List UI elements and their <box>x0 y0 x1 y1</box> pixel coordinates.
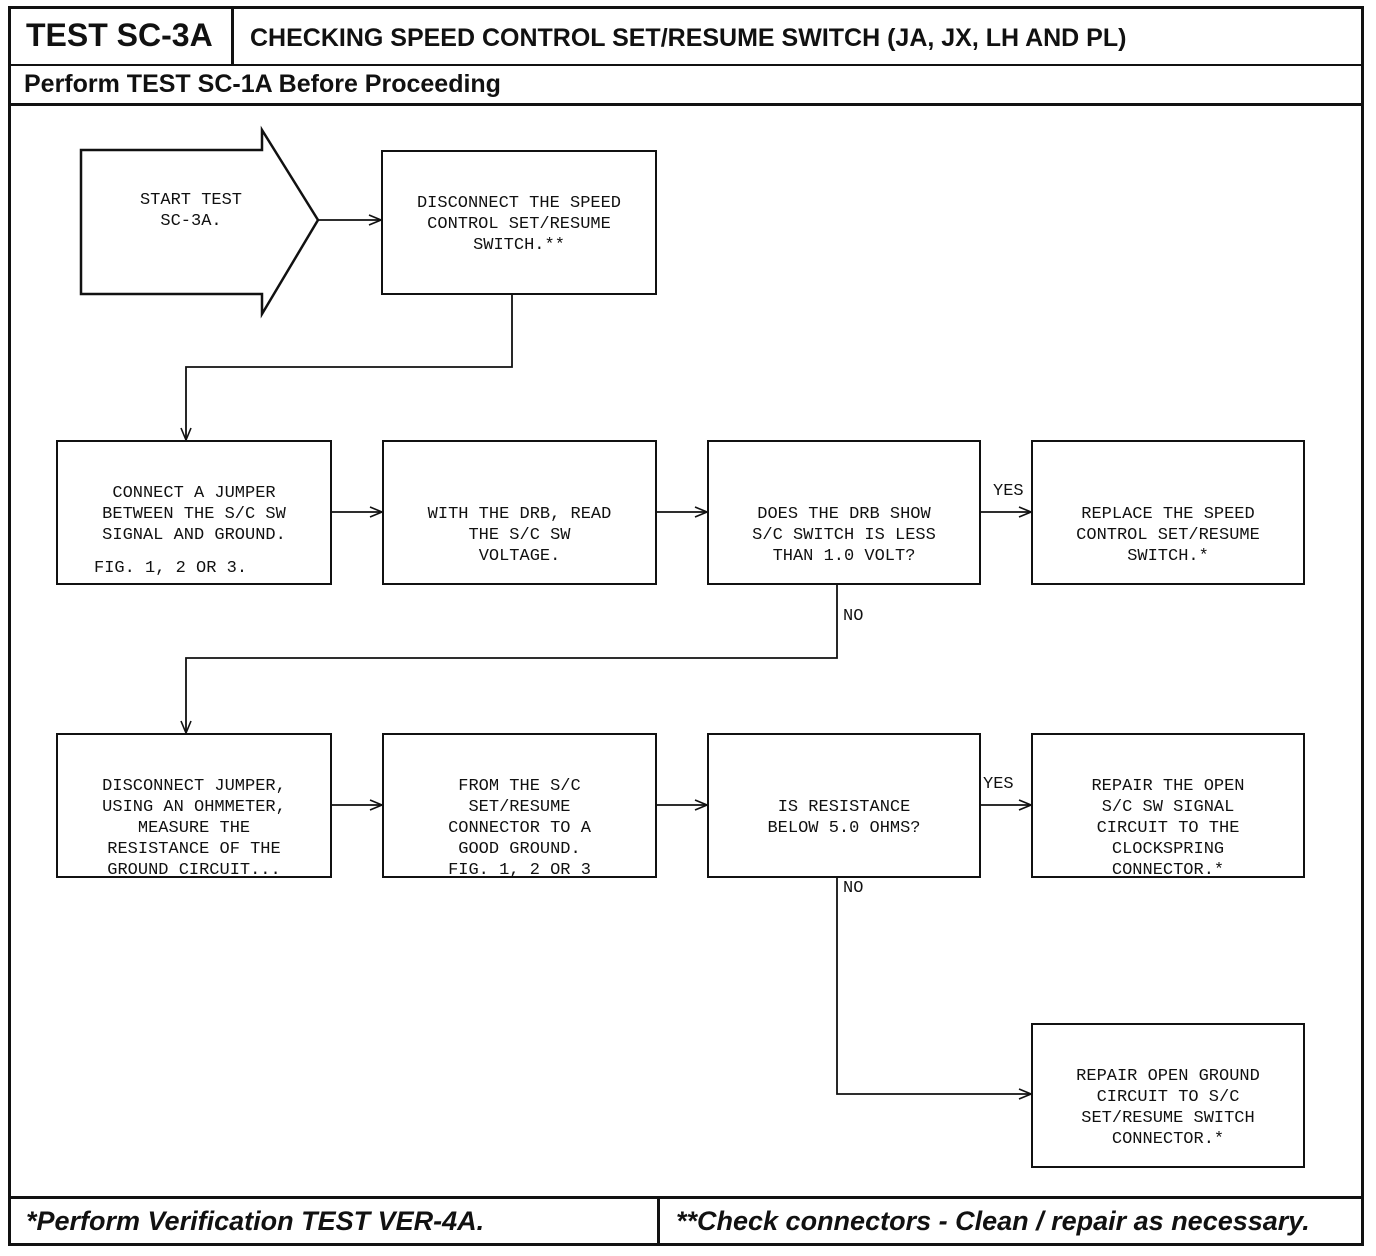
no-label-resistance: NO <box>843 879 864 898</box>
measure-resistance-text: DISCONNECT JUMPER, USING AN OHMMETER, ME… <box>102 777 286 880</box>
disconnect-switch-text: DISCONNECT THE SPEED CONTROL SET/RESUME … <box>416 194 622 255</box>
footnote-verification: *Perform Verification TEST VER-4A. <box>8 1199 660 1246</box>
connector-resistance-no <box>836 878 1031 1094</box>
yes-label-voltage: YES <box>993 482 1024 501</box>
start-arrow-shape <box>79 125 320 319</box>
footer-bar: *Perform Verification TEST VER-4A. **Che… <box>8 1196 1364 1246</box>
header-bar: TEST SC-3A CHECKING SPEED CONTROL SET/RE… <box>8 6 1364 66</box>
measure-resistance-box: DISCONNECT JUMPER, USING AN OHMMETER, ME… <box>56 733 332 880</box>
footnote-connectors: **Check connectors - Clean / repair as n… <box>676 1206 1310 1236</box>
resistance-question-box: IS RESISTANCE BELOW 5.0 OHMS? <box>707 733 981 878</box>
connector-disconnect-to-jumper <box>186 294 513 440</box>
page-title: CHECKING SPEED CONTROL SET/RESUME SWITCH… <box>250 24 1127 52</box>
repair-ground-box: REPAIR OPEN GROUND CIRCUIT TO S/C SET/RE… <box>1031 1023 1305 1168</box>
read-voltage-box: WITH THE DRB, READ THE S/C SW VOLTAGE. <box>382 440 657 585</box>
voltage-question-text: DOES THE DRB SHOW S/C SWITCH IS LESS THA… <box>752 505 936 566</box>
yes-label-resistance: YES <box>983 775 1014 794</box>
prerequisite-note: Perform TEST SC-1A Before Proceeding <box>8 66 1364 106</box>
replace-switch-text: REPLACE THE SPEED CONTROL SET/RESUME SWI… <box>1076 505 1260 566</box>
repair-signal-text: REPAIR THE OPEN S/C SW SIGNAL CIRCUIT TO… <box>1091 777 1245 880</box>
connector-question-no <box>186 585 838 733</box>
disconnect-switch-box: DISCONNECT THE SPEED CONTROL SET/RESUME … <box>381 150 657 295</box>
voltage-question-box: DOES THE DRB SHOW S/C SWITCH IS LESS THA… <box>707 440 981 585</box>
repair-signal-box: REPAIR THE OPEN S/C SW SIGNAL CIRCUIT TO… <box>1031 733 1305 880</box>
test-id: TEST SC-3A <box>8 6 234 64</box>
from-connector-box: FROM THE S/C SET/RESUME CONNECTOR TO A G… <box>382 733 657 880</box>
start-node: START TEST SC-3A. <box>139 191 243 231</box>
replace-switch-box: REPLACE THE SPEED CONTROL SET/RESUME SWI… <box>1031 440 1305 585</box>
resistance-question-text: IS RESISTANCE BELOW 5.0 OHMS? <box>767 798 921 838</box>
connect-jumper-box: CONNECT A JUMPER BETWEEN THE S/C SW SIGN… <box>56 440 332 585</box>
no-label-voltage: NO <box>843 607 864 626</box>
repair-ground-text: REPAIR OPEN GROUND CIRCUIT TO S/C SET/RE… <box>1076 1067 1260 1149</box>
read-voltage-text: WITH THE DRB, READ THE S/C SW VOLTAGE. <box>427 505 612 566</box>
connect-jumper-text: CONNECT A JUMPER BETWEEN THE S/C SW SIGN… <box>102 484 286 545</box>
from-connector-text: FROM THE S/C SET/RESUME CONNECTOR TO A G… <box>448 777 591 880</box>
connect-jumper-fig: FIG. 1, 2 OR 3. <box>94 559 248 578</box>
